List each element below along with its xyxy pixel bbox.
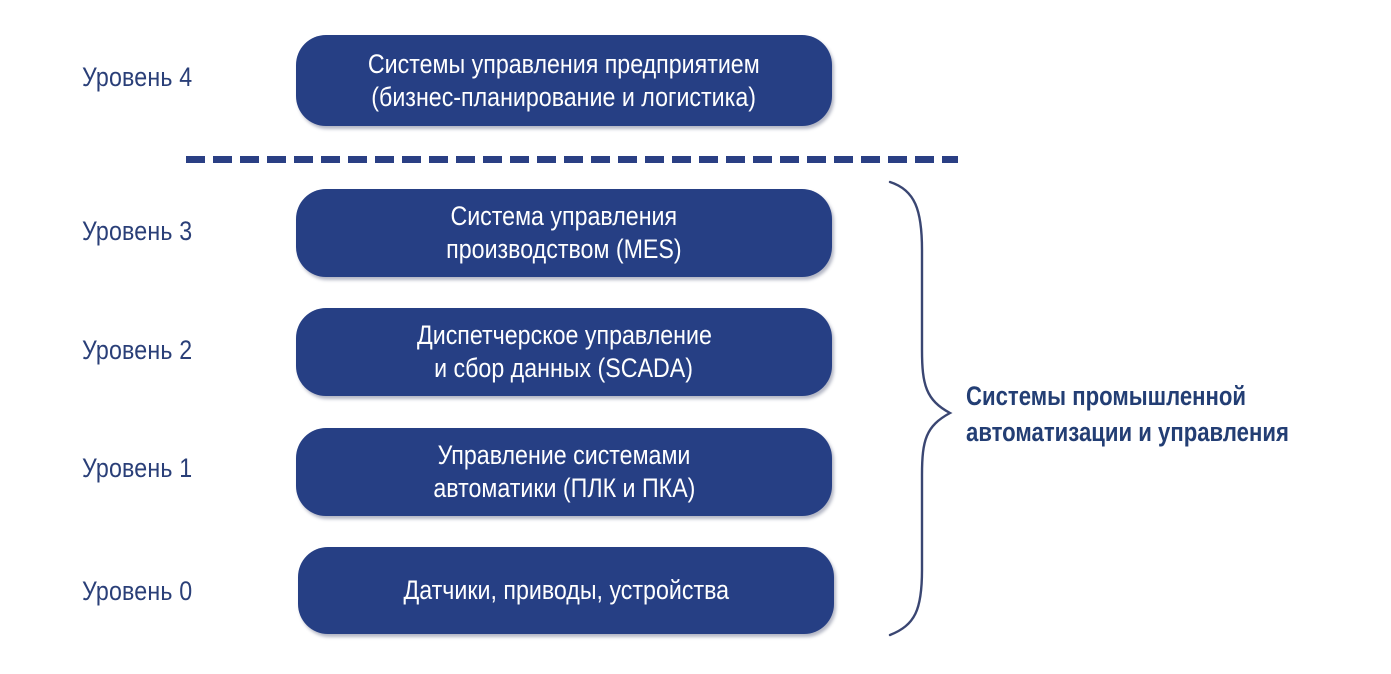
level-1-line-1: Управление системами [437, 440, 691, 470]
level-0-line-1: Датчики, приводы, устройства [403, 575, 729, 605]
level-3-line-1: Система управления [450, 201, 678, 231]
level-2-line-1: Диспетчерское управление [416, 320, 712, 350]
group-label-line-2: автоматизации и управления [966, 417, 1289, 447]
level-1-box: Управление системами автоматики (ПЛК и П… [296, 428, 832, 516]
level-2-line-2: и сбор данных (SCADA) [434, 353, 694, 383]
group-label: Системы промышленной автоматизации и упр… [966, 378, 1289, 450]
level-3-line-2: производством (MES) [446, 234, 682, 264]
level-divider [186, 156, 958, 163]
level-3-label: Уровень 3 [82, 216, 193, 246]
curly-brace-icon [888, 180, 953, 637]
level-2-label: Уровень 2 [82, 335, 193, 365]
level-4-box: Системы управления предприятием (бизнес-… [296, 35, 832, 126]
level-4-line-1: Системы управления предприятием [368, 48, 760, 79]
group-label-line-1: Системы промышленной [966, 381, 1247, 411]
level-4-line-2: (бизнес-планирование и логистика) [371, 81, 757, 112]
level-2-box: Диспетчерское управление и сбор данных (… [296, 308, 832, 396]
level-4-label: Уровень 4 [82, 62, 193, 92]
level-0-box: Датчики, приводы, устройства [298, 547, 834, 634]
level-3-box: Система управления производством (MES) [296, 189, 832, 277]
level-1-line-2: автоматики (ПЛК и ПКА) [432, 473, 696, 503]
level-0-label: Уровень 0 [82, 576, 193, 606]
level-1-label: Уровень 1 [82, 453, 193, 483]
